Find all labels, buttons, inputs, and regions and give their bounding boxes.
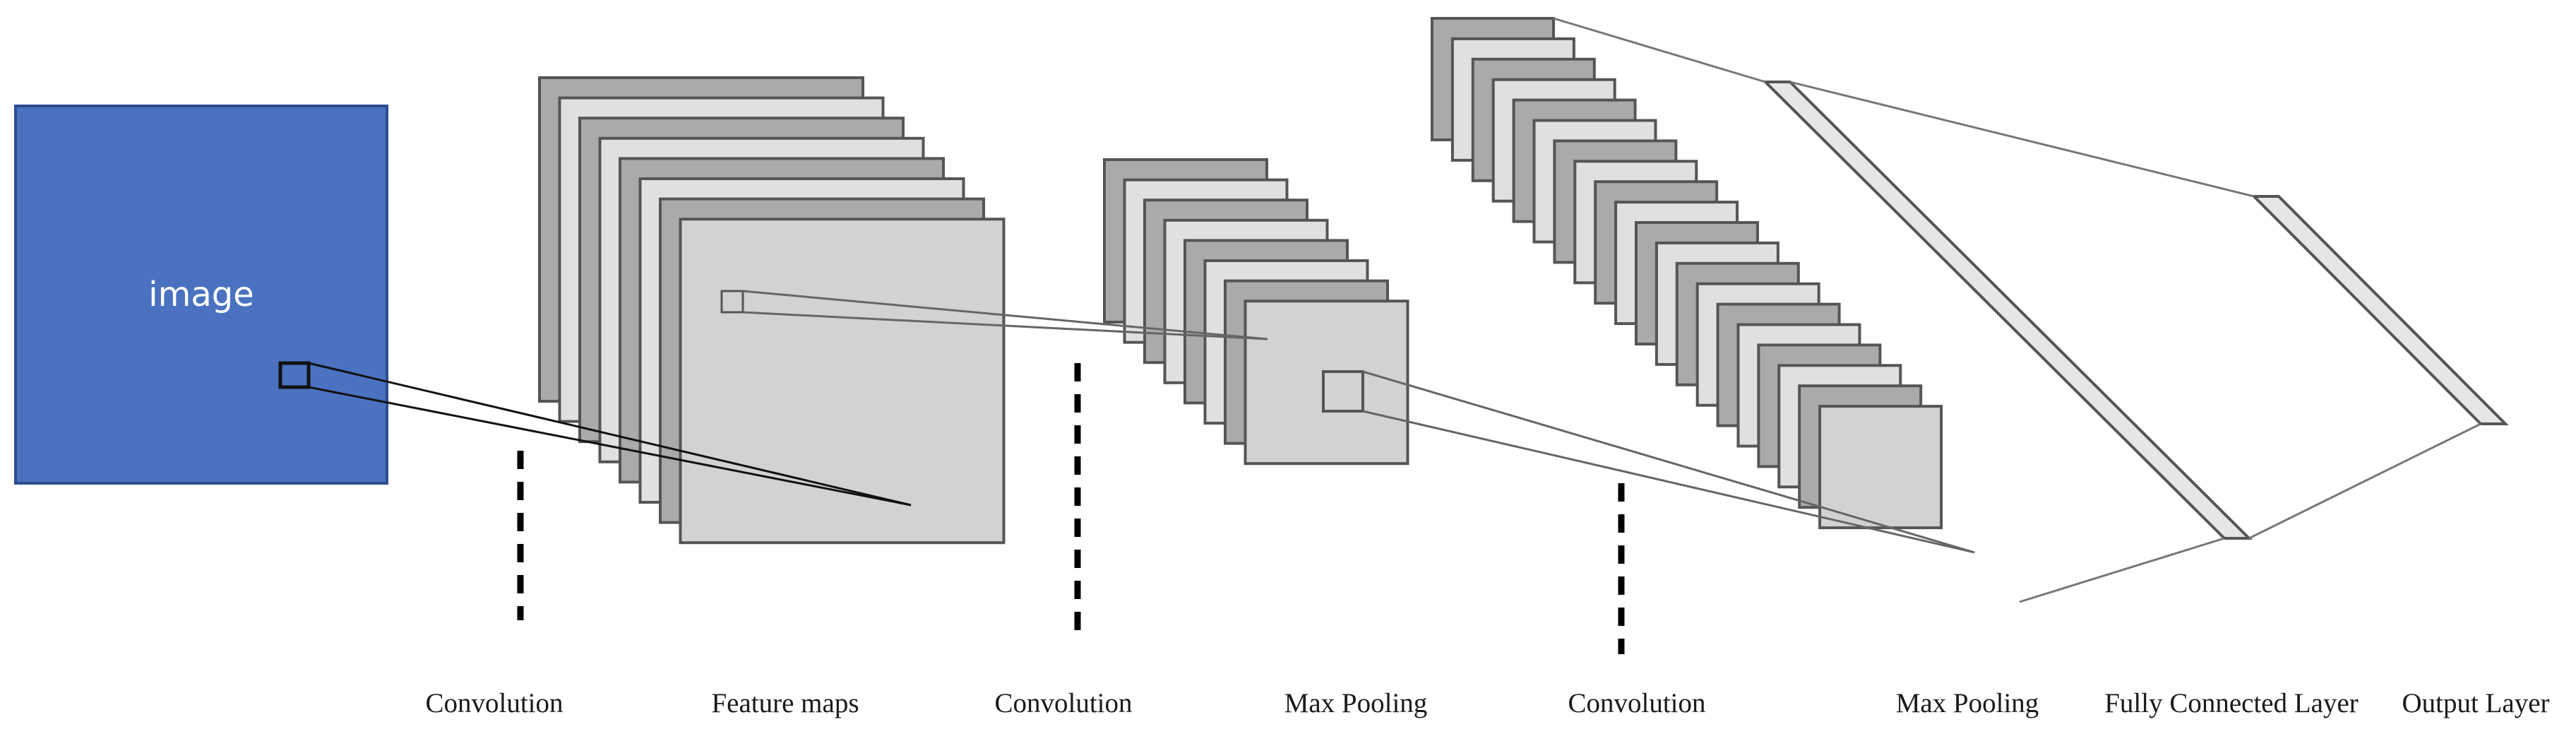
stack3-map-20 — [1818, 405, 1943, 530]
stack1-window — [720, 290, 744, 314]
input-image-label: image — [148, 275, 254, 314]
label-output-layer: Output Layer — [2402, 688, 2549, 718]
stack1-map-8 — [679, 218, 1006, 545]
label-max-pooling-2: Max Pooling — [1896, 688, 2039, 718]
conn-map-to-pool-bottom — [742, 311, 1268, 341]
connection-lines — [308, 17, 2481, 603]
input-image: image — [14, 105, 388, 485]
conn-map-to-pool-top — [742, 290, 1268, 341]
label-convolution-3: Convolution — [1568, 688, 1705, 718]
label-convolution-1: Convolution — [425, 688, 563, 718]
layer-labels: Convolution Feature maps Convolution Max… — [425, 688, 2549, 718]
output-layer — [2250, 195, 2509, 425]
conn-pool2-to-fc-bottom — [2019, 537, 2225, 603]
label-fully-connected-layer: Fully Connected Layer — [2104, 688, 2359, 718]
conn-image-to-map-bottom — [308, 386, 912, 507]
label-convolution-2: Convolution — [994, 688, 1132, 718]
conn-image-to-map-top — [308, 362, 912, 507]
label-feature-maps: Feature maps — [711, 688, 859, 718]
label-max-pooling-1: Max Pooling — [1284, 688, 1428, 718]
conn-pool-to-map2-bottom — [1362, 410, 1975, 554]
conn-fc-to-out-bottom — [2248, 422, 2481, 540]
conn-pool2-to-fc-top — [1553, 17, 1766, 83]
receptive-field-box — [278, 361, 311, 389]
pooled-maps-stack-1 — [1103, 158, 1409, 466]
conn-fc-to-out-top — [1789, 81, 2255, 198]
conn-pool-to-map2-top — [1362, 370, 1975, 554]
stack2-window — [1322, 370, 1364, 413]
feature-maps-stack-2 — [1431, 17, 1943, 530]
input-image-box — [14, 105, 388, 485]
